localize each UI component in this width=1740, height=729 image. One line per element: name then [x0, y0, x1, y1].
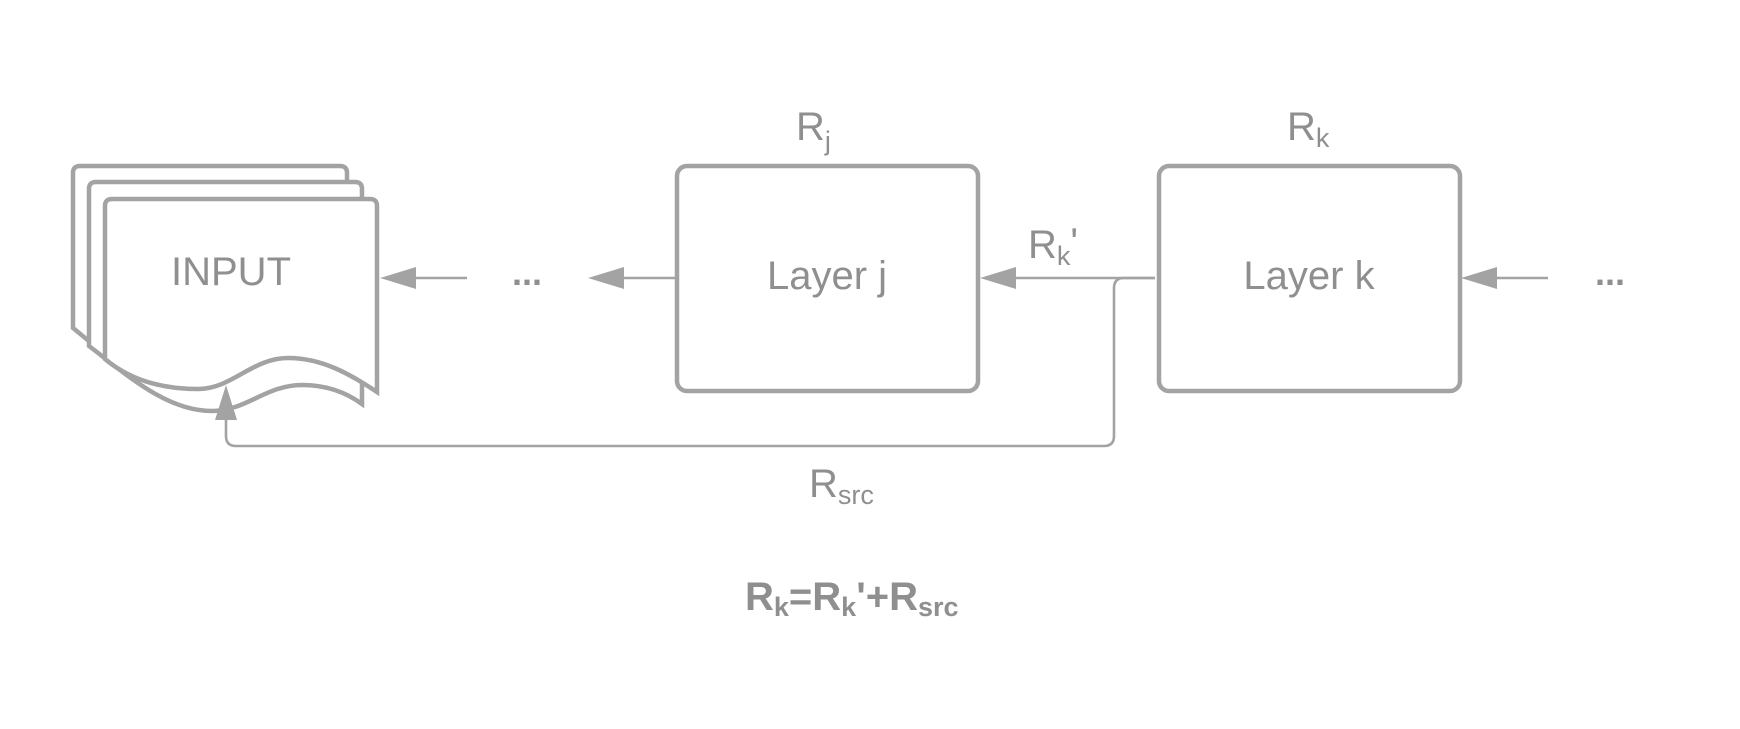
relevance-k-label: Rk [1287, 105, 1330, 153]
layer-k-node: Layer k [1156, 163, 1463, 394]
input-document-front [102, 196, 380, 397]
ellipsis-right: ... [1595, 252, 1625, 293]
layer-k-box [1156, 163, 1463, 394]
layer-k-label: Layer k [1243, 254, 1375, 298]
relevance-k-prime-label: Rk' [1028, 221, 1078, 271]
input-label: INPUT [171, 250, 291, 294]
input-document-stack: INPUT [70, 163, 380, 414]
relevance-j-label: Rj [796, 105, 831, 156]
arrow-skip-connection-to-input [215, 276, 1155, 448]
relevance-formula: Rk=Rk'+Rsrc [745, 575, 959, 622]
layer-j-node: Layer j [674, 163, 981, 394]
layer-j-box [674, 163, 981, 394]
arrow-right-ellipsis-to-layer-k [1461, 267, 1548, 289]
relevance-src-label: Rsrc [809, 462, 874, 510]
arrow-layer-j-to-ellipsis [588, 267, 675, 289]
layer-j-label: Layer j [767, 254, 887, 298]
arrow-ellipsis-to-input [380, 267, 467, 289]
ellipsis-left: ... [512, 252, 542, 293]
